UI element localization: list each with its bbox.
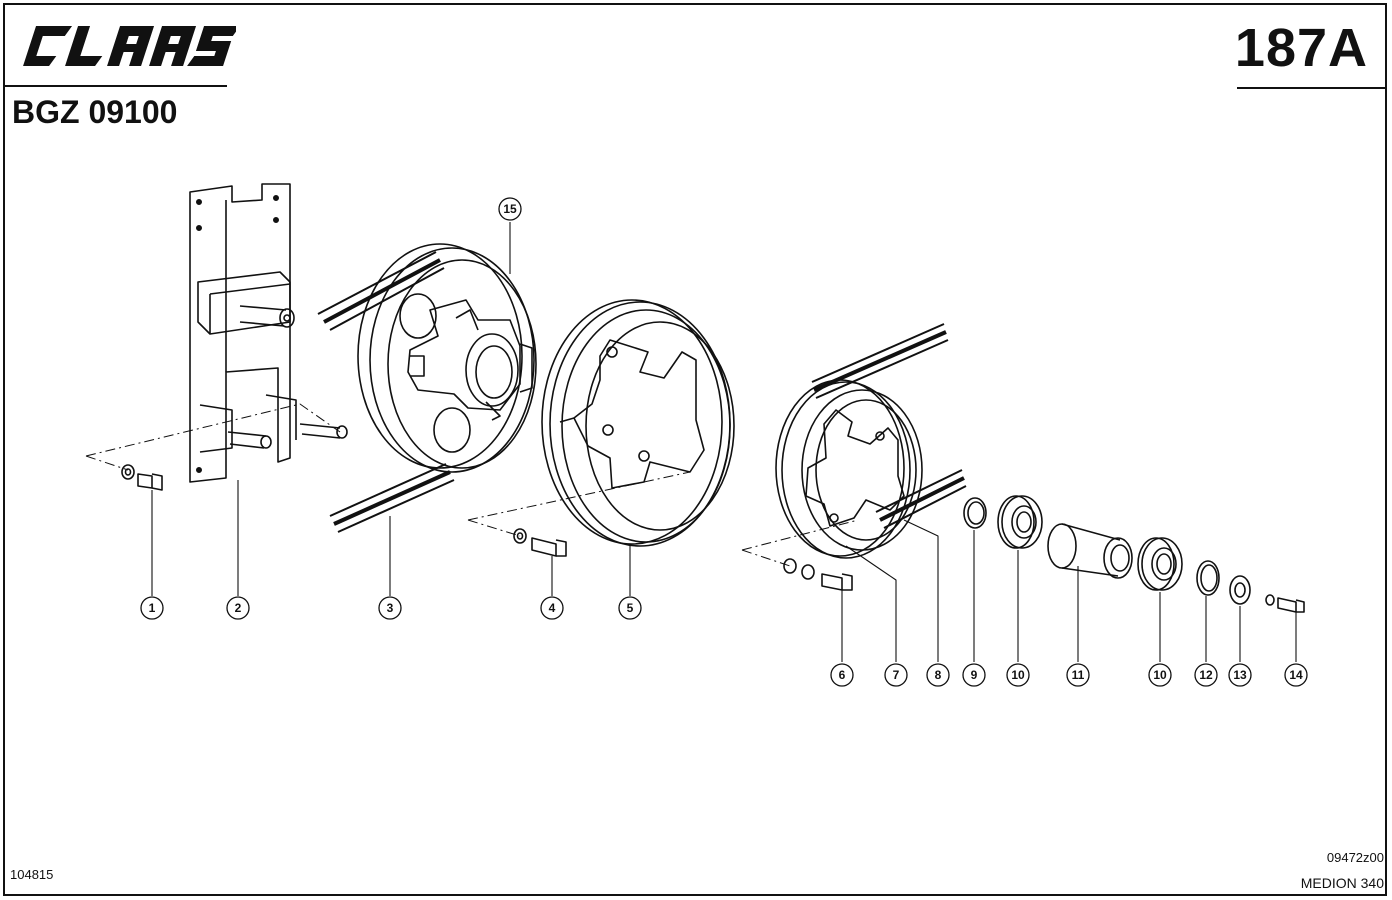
bolt-6 xyxy=(783,558,853,591)
group-code: BGZ 09100 xyxy=(12,94,178,130)
callout-13: 13 xyxy=(1233,668,1247,682)
drawing-number: 104815 xyxy=(10,867,54,882)
callout-9: 9 xyxy=(971,668,978,682)
callout-10b: 10 xyxy=(1153,668,1167,682)
center-lines xyxy=(85,403,859,567)
callout-1: 1 xyxy=(149,601,156,615)
drive-pulley xyxy=(357,243,537,473)
page-number: 187A xyxy=(1234,18,1368,78)
bolt-1 xyxy=(121,464,163,491)
large-pulley xyxy=(541,299,735,547)
callout-5: 5 xyxy=(627,601,634,615)
machine-model: MEDION 340 xyxy=(1300,875,1384,891)
mounting-bracket-plate xyxy=(189,183,348,483)
ball-bearing-left xyxy=(997,495,1043,549)
ball-bearing-right xyxy=(1137,537,1183,591)
retaining-ring xyxy=(963,497,987,529)
callout-15: 15 xyxy=(503,202,517,216)
callout-14: 14 xyxy=(1289,668,1303,682)
callout-7: 7 xyxy=(893,668,900,682)
callout-2: 2 xyxy=(235,601,242,615)
page-frame xyxy=(3,3,1387,896)
illustration-code: 09472z00 xyxy=(1326,850,1384,865)
thrust-washer xyxy=(1229,575,1251,605)
v-belt-upper xyxy=(317,251,445,331)
callout-8: 8 xyxy=(935,668,942,682)
callout-4: 4 xyxy=(549,601,556,615)
snap-ring xyxy=(1196,560,1220,596)
callout-12: 12 xyxy=(1199,668,1213,682)
bolt-14 xyxy=(1265,594,1305,613)
header-rule-right xyxy=(1237,87,1387,89)
leader-lines xyxy=(151,222,1297,662)
header-rule-left xyxy=(3,85,227,87)
claas-logo xyxy=(23,26,236,66)
v-belt-second xyxy=(811,323,967,529)
spacer-sleeve xyxy=(1047,523,1133,579)
callout-11: 11 xyxy=(1072,668,1085,682)
callout-10a: 10 xyxy=(1011,668,1025,682)
callout-3: 3 xyxy=(387,601,394,615)
v-belt-lower xyxy=(329,463,455,533)
small-pulley xyxy=(775,379,923,559)
callout-6: 6 xyxy=(839,668,846,682)
bolt-4 xyxy=(513,528,567,557)
